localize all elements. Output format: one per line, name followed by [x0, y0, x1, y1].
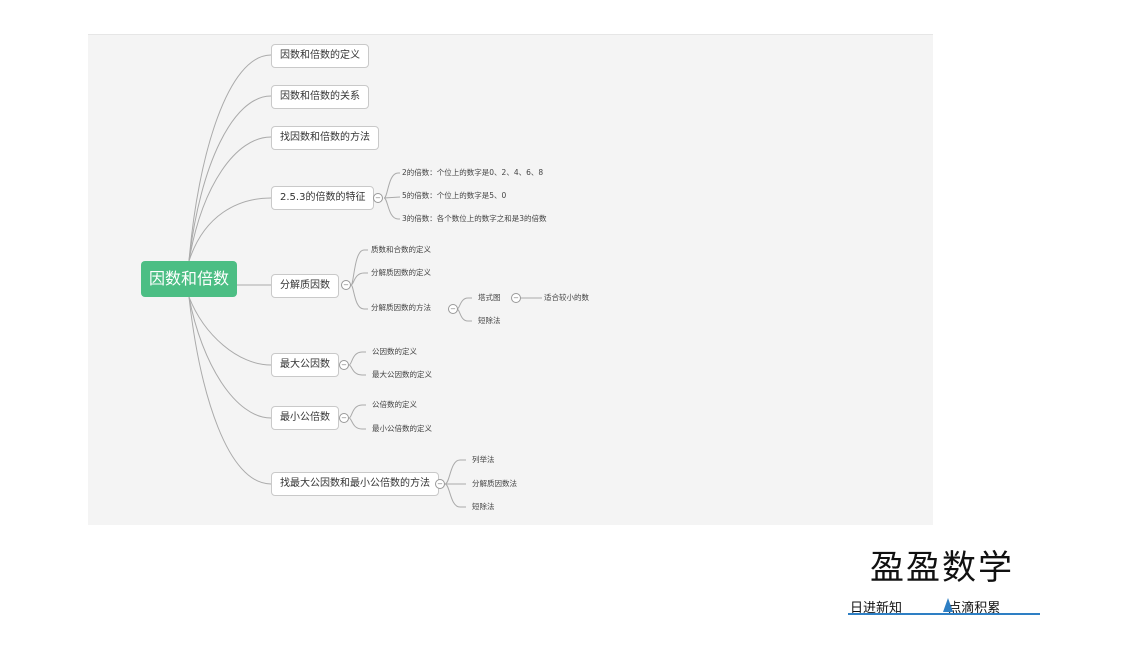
- root-node[interactable]: 因数和倍数: [141, 261, 237, 297]
- leaf-factorization-method-2[interactable]: 分解质因数法: [472, 479, 517, 488]
- connector: [348, 364, 366, 376]
- connector: [348, 417, 366, 430]
- brand-underline: [848, 613, 1040, 615]
- leaf-gcd-def[interactable]: 最大公因数的定义: [372, 370, 432, 379]
- connector: [188, 296, 272, 419]
- node-gcd[interactable]: 最大公因数: [271, 353, 339, 377]
- brand-slogan-left: 日进新知: [850, 601, 903, 616]
- collapse-toggle-icon[interactable]: −: [511, 293, 521, 303]
- node-relation[interactable]: 因数和倍数的关系: [271, 85, 369, 109]
- connector: [456, 308, 472, 322]
- connector: [350, 272, 368, 286]
- brand-triangle-icon: [943, 598, 953, 612]
- leaf-short-division-2[interactable]: 短除法: [472, 502, 495, 511]
- connector: [348, 351, 366, 366]
- connector: [383, 197, 400, 220]
- node-definition[interactable]: 因数和倍数的定义: [271, 44, 369, 68]
- collapse-toggle-icon[interactable]: −: [339, 413, 349, 423]
- node-multiple-features[interactable]: 2.5.3的倍数的特征: [271, 186, 375, 210]
- collapse-toggle-icon[interactable]: −: [339, 360, 349, 370]
- leaf-tower-diagram[interactable]: 塔式图: [478, 293, 501, 302]
- node-lcm[interactable]: 最小公倍数: [271, 406, 339, 430]
- leaf-factorization-def[interactable]: 分解质因数的定义: [371, 268, 431, 277]
- connector: [350, 249, 368, 286]
- connector: [444, 483, 466, 508]
- leaf-common-factor-def[interactable]: 公因数的定义: [372, 347, 417, 356]
- leaf-multiple-of-2[interactable]: 2的倍数：个位上的数字是0、2、4、6、8: [402, 168, 544, 177]
- leaf-small-numbers[interactable]: 适合较小的数: [544, 293, 589, 302]
- connector: [348, 404, 366, 419]
- node-prime-factorization[interactable]: 分解质因数: [271, 274, 339, 298]
- node-gcd-lcm-method[interactable]: 找最大公因数和最小公倍数的方法: [271, 472, 439, 496]
- connector: [383, 172, 400, 199]
- leaf-listing-method[interactable]: 列举法: [472, 455, 495, 464]
- connector: [444, 459, 466, 485]
- connector: [188, 95, 272, 262]
- leaf-multiple-of-5[interactable]: 5的倍数：个位上的数字是5、0: [402, 191, 507, 200]
- leaf-short-division[interactable]: 短除法: [478, 316, 501, 325]
- brand-slogan: 日进新知 点滴积累: [850, 597, 1000, 616]
- connector: [383, 196, 401, 199]
- brand-title: 盈盈数学: [870, 548, 1014, 588]
- leaf-prime-composite-def[interactable]: 质数和合数的定义: [371, 245, 431, 254]
- brand-slogan-right: 点滴积累: [948, 601, 1001, 616]
- mindmap-connectors: [188, 54, 542, 508]
- mindmap-canvas: 因数和倍数 因数和倍数的定义 因数和倍数的关系 找因数和倍数的方法 2.5.3的…: [88, 34, 933, 525]
- collapse-toggle-icon[interactable]: −: [435, 479, 445, 489]
- connector: [456, 297, 472, 310]
- collapse-toggle-icon[interactable]: −: [373, 193, 383, 203]
- collapse-toggle-icon[interactable]: −: [448, 304, 458, 314]
- node-find-method[interactable]: 找因数和倍数的方法: [271, 126, 379, 150]
- connector: [188, 54, 272, 262]
- leaf-common-multiple-def[interactable]: 公倍数的定义: [372, 400, 417, 409]
- connector: [188, 197, 272, 262]
- brand-block: 盈盈数学 日进新知 点滴积累: [848, 540, 1040, 616]
- connector: [188, 296, 272, 485]
- leaf-lcm-def[interactable]: 最小公倍数的定义: [372, 424, 432, 433]
- leaf-multiple-of-3[interactable]: 3的倍数：各个数位上的数字之和是3的倍数: [402, 214, 547, 223]
- leaf-factorization-method[interactable]: 分解质因数的方法: [371, 303, 431, 312]
- connector: [350, 284, 368, 310]
- collapse-toggle-icon[interactable]: −: [341, 280, 351, 290]
- connector: [188, 296, 272, 366]
- connector: [188, 136, 272, 262]
